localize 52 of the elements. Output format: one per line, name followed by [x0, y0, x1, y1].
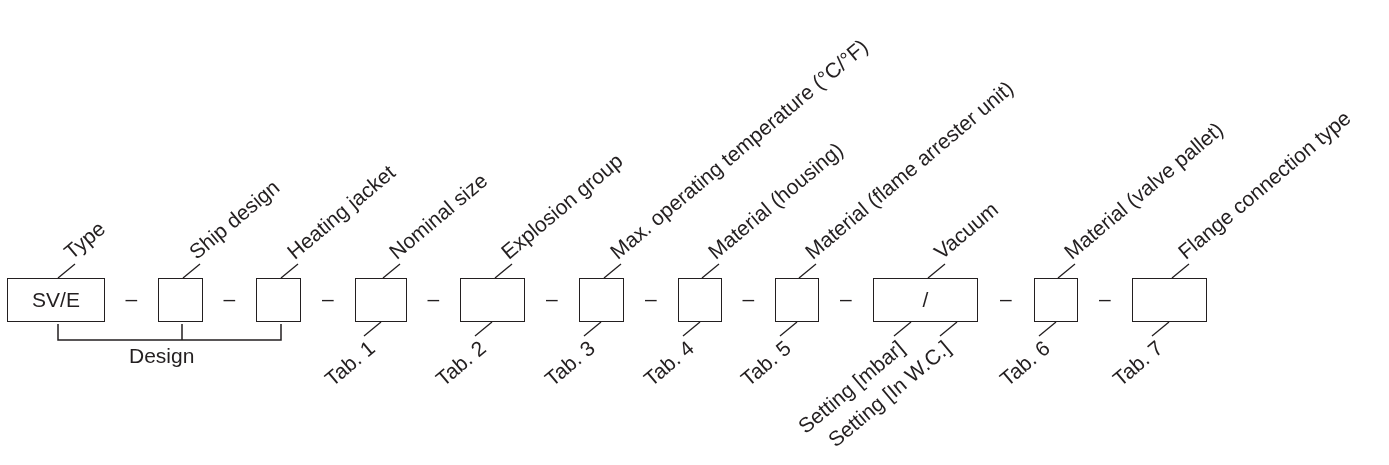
leader-line [1038, 321, 1057, 337]
separator-dash: – [546, 287, 558, 311]
code-field-box [7, 278, 105, 322]
leader-line [798, 263, 817, 279]
table-reference: Tab. 2 [431, 336, 491, 392]
separator-dash: – [645, 287, 657, 311]
separator-dash: – [1000, 287, 1012, 311]
separator-dash: – [427, 287, 440, 311]
empty-code-field [158, 278, 203, 322]
separator-dash: – [125, 287, 138, 311]
leader-line [494, 263, 513, 279]
leader-line [57, 263, 76, 279]
leader-line [682, 321, 701, 337]
field-label: Type [59, 216, 110, 264]
leader-line [363, 321, 382, 337]
leader-line [280, 263, 299, 279]
empty-code-field [256, 278, 301, 322]
empty-code-field [579, 278, 624, 322]
leader-line [382, 263, 401, 279]
table-reference: Tab. 3 [540, 336, 600, 392]
leader-line [893, 321, 912, 337]
table-reference: Tab. 6 [995, 336, 1055, 392]
table-reference: Tab. 7 [1108, 336, 1168, 392]
empty-code-field [355, 278, 407, 322]
empty-code-field [678, 278, 722, 322]
leader-line [927, 263, 946, 279]
leader-line [1057, 263, 1076, 279]
separator-dash: – [322, 287, 334, 311]
separator-dash: – [1099, 287, 1111, 311]
leader-line [474, 321, 493, 337]
empty-code-field [775, 278, 819, 322]
empty-code-field [1034, 278, 1078, 322]
table-reference: Tab. 1 [320, 336, 380, 392]
leader-line [939, 321, 958, 337]
table-reference: Tab. 4 [639, 336, 699, 392]
code-field-box [873, 278, 978, 322]
separator-dash: – [223, 287, 236, 311]
leader-line [779, 321, 798, 337]
separator-dash: – [840, 287, 852, 311]
leader-line [1171, 263, 1190, 279]
leader-line [1151, 321, 1170, 337]
empty-code-field [460, 278, 525, 322]
empty-code-field [1132, 278, 1207, 322]
leader-line [583, 321, 602, 337]
leader-line [701, 263, 720, 279]
table-reference: Tab. 5 [736, 336, 796, 392]
code-text: / [922, 288, 929, 312]
leader-line [603, 263, 622, 279]
group-label: Design [129, 344, 195, 368]
leader-line [182, 263, 201, 279]
code-text: SV/E [32, 288, 80, 312]
separator-dash: – [742, 287, 755, 311]
